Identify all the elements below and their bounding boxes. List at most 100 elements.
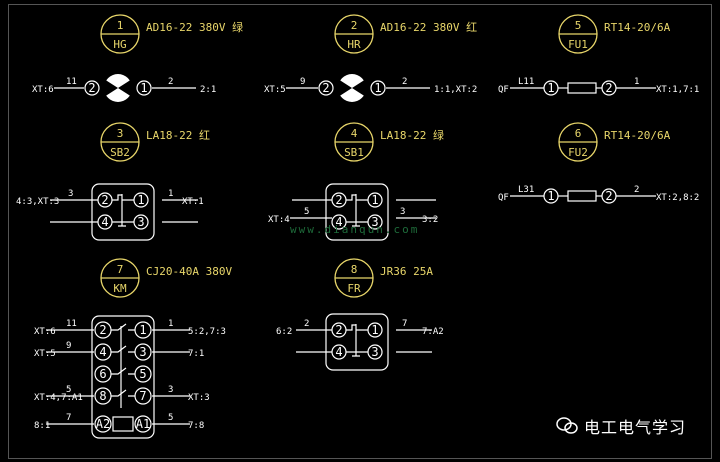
lamp-pin-label: 1 bbox=[140, 81, 147, 95]
contactor-pin-label: 6 bbox=[99, 367, 106, 381]
component-spec: AD16-22 380V 绿 bbox=[146, 20, 243, 34]
contactor-pin-label: 2 bbox=[99, 323, 106, 337]
coil-icon bbox=[112, 416, 134, 432]
fuse-pin-label: 2 bbox=[605, 189, 612, 203]
component-spec: RT14-20/6A bbox=[604, 129, 671, 142]
contact-pin-label: 2 bbox=[335, 323, 342, 337]
contact-pin-label: 2 bbox=[335, 193, 342, 207]
lamp-pin-label: 2 bbox=[88, 81, 95, 95]
watermark-text: 电工电气学习 bbox=[584, 418, 687, 437]
lamp-pin bbox=[84, 80, 100, 96]
terminal-ref: 7:1 bbox=[188, 349, 204, 359]
wire-number: 11 bbox=[66, 77, 77, 87]
fuse-icon bbox=[567, 190, 597, 202]
wire-number: 1 bbox=[634, 77, 639, 87]
component-code: FU2 bbox=[568, 146, 588, 159]
contactor-pin bbox=[134, 415, 152, 433]
component-spec: LA18-22 绿 bbox=[380, 128, 444, 142]
component-spec: RT14-20/6A bbox=[604, 21, 671, 34]
terminal-ref: XT:3 bbox=[188, 393, 210, 403]
component-number: 7 bbox=[117, 263, 124, 276]
component-spec: JR36 25A bbox=[380, 265, 433, 278]
contactor-contact bbox=[111, 367, 135, 375]
component-code: HG bbox=[113, 38, 126, 51]
contact-pin-label: 4 bbox=[335, 345, 342, 359]
fuse-pin-label: 1 bbox=[547, 189, 554, 203]
terminal-ref: 5:2,7:3 bbox=[188, 327, 226, 337]
component-code: SB2 bbox=[110, 146, 130, 159]
lamp-icon-shape bbox=[104, 79, 132, 97]
component-code: SB1 bbox=[344, 146, 364, 159]
terminal-ref: 7:8 bbox=[188, 421, 204, 431]
terminal-ref: XT:2,8:2 bbox=[656, 193, 699, 203]
terminal-ref: 4:3,XT:3 bbox=[16, 197, 59, 207]
terminal-ref: XT:1 bbox=[182, 197, 204, 207]
contactor-pin-label: 4 bbox=[99, 345, 106, 359]
wire-number: 2 bbox=[304, 319, 309, 329]
terminal-ref: XT:5 bbox=[34, 349, 56, 359]
wire-number: 3 bbox=[68, 189, 73, 199]
terminal-ref: 3:2 bbox=[422, 215, 438, 225]
component-spec: CJ20-40A 380V bbox=[146, 265, 232, 278]
wire-number: 7 bbox=[402, 319, 407, 329]
component-number: 4 bbox=[351, 127, 358, 140]
contactor-pin-label: 7 bbox=[139, 389, 146, 403]
contactor-contact bbox=[111, 345, 135, 353]
contact-pin-label: 2 bbox=[101, 193, 108, 207]
fuse-pin-label: 1 bbox=[547, 81, 554, 95]
lamp-pin-label: 2 bbox=[322, 81, 329, 95]
component-number: 8 bbox=[351, 263, 358, 276]
wire-number: 5 bbox=[66, 385, 71, 395]
wire-number: 5 bbox=[304, 207, 309, 217]
wire-number: 1 bbox=[168, 319, 173, 329]
lamp-pin bbox=[318, 80, 334, 96]
contact-pin-label: 1 bbox=[371, 323, 378, 337]
contactor-pin-label: 1 bbox=[139, 323, 146, 337]
contact-block bbox=[325, 313, 389, 371]
component-number: 3 bbox=[117, 127, 124, 140]
terminal-ref: XT:6 bbox=[32, 85, 54, 95]
wire-number: 2 bbox=[402, 77, 407, 87]
contact-pin-label: 4 bbox=[335, 215, 342, 229]
terminal-ref: 7:A2 bbox=[422, 327, 444, 337]
component-number: 1 bbox=[117, 19, 124, 32]
contactor-pin-label: 5 bbox=[139, 367, 146, 381]
terminal-ref: 6:2 bbox=[276, 327, 292, 337]
contactor-pin-label: 8 bbox=[99, 389, 106, 403]
fuse-pin-label: 2 bbox=[605, 81, 612, 95]
watermark: 电工电气学习 bbox=[556, 414, 686, 438]
wire-number: 7 bbox=[66, 413, 71, 423]
wire-number: L31 bbox=[518, 185, 534, 195]
wechat-logo-icon bbox=[556, 417, 578, 435]
terminal-ref: XT:6 bbox=[34, 327, 56, 337]
contact-pin-label: 1 bbox=[137, 193, 144, 207]
component-number: 6 bbox=[575, 127, 582, 140]
contactor-pin bbox=[94, 415, 112, 433]
contactor-pin-label: A1 bbox=[136, 417, 150, 431]
lamp-pin-label: 1 bbox=[374, 81, 381, 95]
contact-block bbox=[325, 183, 389, 241]
component-code: KM bbox=[113, 282, 127, 295]
wire-number: 2 bbox=[168, 77, 173, 87]
terminal-ref: 1:1,XT:2 bbox=[434, 85, 477, 95]
terminal-ref: XT:1,7:1 bbox=[656, 85, 699, 95]
component-number: 2 bbox=[351, 19, 358, 32]
contact-symbol bbox=[112, 194, 134, 227]
component-spec: LA18-22 红 bbox=[146, 129, 210, 142]
contact-pin-label: 3 bbox=[137, 215, 144, 229]
contact-pin-label: 1 bbox=[371, 193, 378, 207]
contactor-block bbox=[91, 315, 155, 439]
terminal-ref: QF bbox=[498, 85, 509, 95]
terminal-ref: XT:5 bbox=[264, 85, 286, 95]
terminal-ref: 2:1 bbox=[200, 85, 216, 95]
terminal-ref: 8:1 bbox=[34, 421, 50, 431]
terminal-ref: XT:4 bbox=[268, 215, 290, 225]
component-spec: AD16-22 380V 红 bbox=[380, 21, 477, 34]
component-code: FR bbox=[347, 282, 361, 295]
contact-symbol bbox=[346, 194, 368, 227]
contactor-pin-label: A2 bbox=[96, 417, 110, 431]
contact-block bbox=[91, 183, 155, 241]
wire-number: 9 bbox=[66, 341, 71, 351]
